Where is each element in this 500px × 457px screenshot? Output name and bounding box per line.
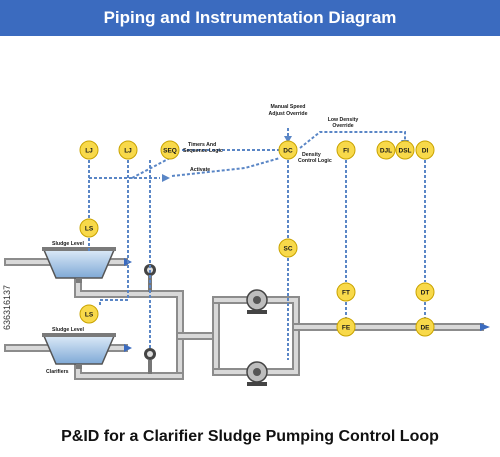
stock-id: 636316137 <box>2 284 12 330</box>
svg-text:LJ: LJ <box>124 148 132 155</box>
svg-text:FT: FT <box>342 290 350 297</box>
instrument-ls-2: LS <box>79 304 99 324</box>
flow-arrow <box>124 344 132 352</box>
note-sludge-level-1: Sludge Level <box>52 241 85 247</box>
note-timers-line1: Timers And <box>188 142 216 148</box>
note-manual-line1: Manual Speed <box>271 104 306 110</box>
clarifier-2 <box>42 333 116 369</box>
instrument-seq: SEQ <box>160 140 180 160</box>
svg-text:LS: LS <box>85 226 94 233</box>
page-title: Piping and Instrumentation Diagram <box>103 8 397 27</box>
svg-text:SC: SC <box>283 246 292 253</box>
instrument-ls-1: LS <box>79 218 99 238</box>
process-piping <box>4 258 484 380</box>
svg-text:FE: FE <box>342 325 351 332</box>
svg-text:DC: DC <box>283 148 293 155</box>
svg-text:SEQ: SEQ <box>163 148 177 155</box>
instrument-fi: FI <box>336 140 356 160</box>
instrument-ft: FT <box>336 282 356 302</box>
svg-text:DT: DT <box>421 290 430 297</box>
svg-text:FI: FI <box>343 148 349 155</box>
instrument-djl: DJL <box>376 140 396 160</box>
note-clarifiers: Clarifiers <box>46 369 69 375</box>
note-density-logic-line2: Control Logic <box>298 158 332 164</box>
instrument-fe: FE <box>336 317 356 337</box>
note-activate: Activate <box>190 167 210 173</box>
flow-arrow <box>480 323 490 331</box>
control-signal-lines <box>88 128 426 360</box>
valve-icon <box>144 348 156 374</box>
svg-text:DE: DE <box>420 325 430 332</box>
note-manual-line2: Adjust Override <box>269 111 308 117</box>
instrument-lj-2: LJ <box>118 140 138 160</box>
signal-arrow <box>284 136 292 143</box>
instrument-de: DE <box>415 317 435 337</box>
instrument-dt: DT <box>415 282 435 302</box>
instrument-dsl: DSL <box>395 140 415 160</box>
svg-text:DSL: DSL <box>399 148 412 155</box>
svg-text:DI: DI <box>422 148 429 155</box>
svg-text:DJL: DJL <box>380 148 392 155</box>
note-low-density-line1: Low Density <box>328 117 359 123</box>
instrument-lj-1: LJ <box>79 140 99 160</box>
note-low-density-line2: Override <box>332 123 353 129</box>
instrument-sc: SC <box>278 238 298 258</box>
instrument-dc: DC <box>278 140 298 160</box>
diagram-caption: P&ID for a Clarifier Sludge Pumping Cont… <box>61 428 439 445</box>
svg-text:LS: LS <box>85 312 94 319</box>
note-sludge-level-2: Sludge Level <box>52 327 85 333</box>
pump-icon <box>246 289 268 314</box>
note-timers-line2: Sequence Logic <box>183 148 223 154</box>
pump-icon <box>246 361 268 386</box>
clarifier-1 <box>42 247 116 283</box>
signal-arrow <box>162 174 170 182</box>
note-density-logic-line1: Density <box>302 152 321 158</box>
instrument-di: DI <box>415 140 435 160</box>
svg-text:LJ: LJ <box>85 148 93 155</box>
title-banner <box>0 0 500 36</box>
